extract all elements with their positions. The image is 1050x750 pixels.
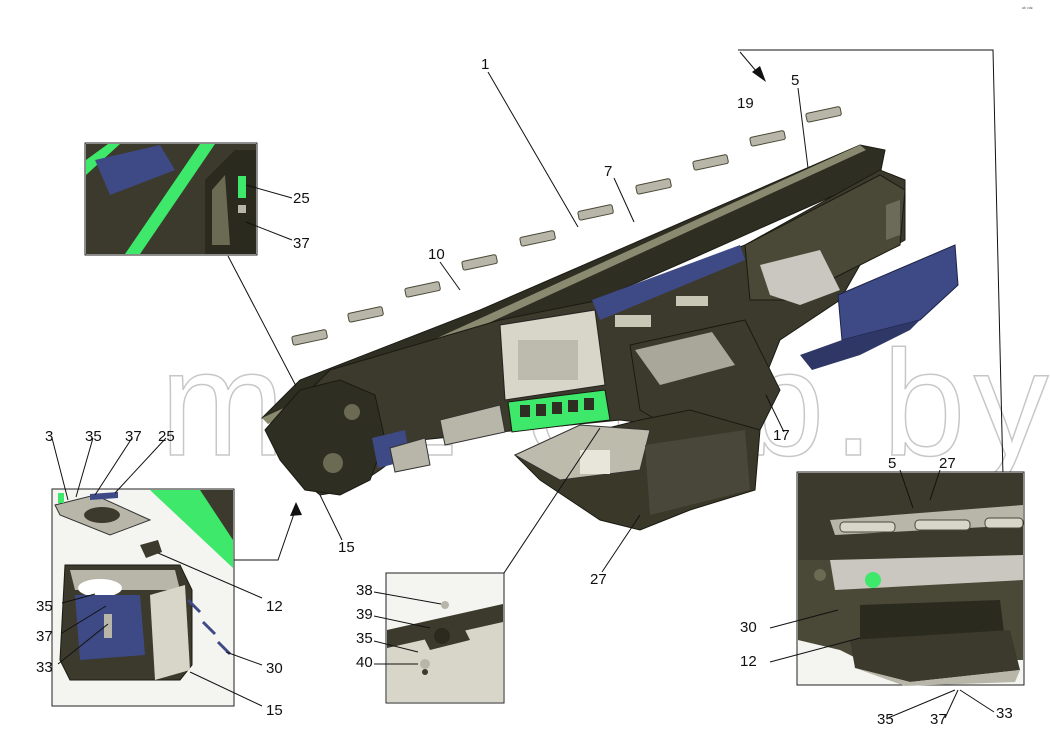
right-wing-grey (635, 332, 735, 385)
louver (404, 281, 441, 298)
callout-r35: 35 (877, 711, 894, 728)
lower-pedestal-face (645, 430, 750, 515)
detail-bottom-left: 3 35 37 25 12 35 37 33 30 15 (36, 428, 302, 719)
blue-side-plate (837, 244, 959, 341)
tray-12-icon (850, 630, 1020, 682)
callout-b37b: 37 (36, 628, 53, 645)
louver-row (291, 106, 842, 346)
detail-center: 38 39 35 40 (356, 427, 601, 704)
pedestal-keypad (580, 450, 610, 474)
main-callout-labels: 1 5 19 7 10 15 17 27 (338, 56, 799, 588)
callout-r12: 12 (740, 653, 757, 670)
clip-25-icon (238, 176, 246, 198)
callout-c35: 35 (356, 630, 373, 647)
green-knob (865, 572, 881, 588)
center-console-panel (439, 404, 506, 446)
louver (577, 204, 614, 221)
switch-row-buttons (520, 398, 594, 417)
callout-b33: 33 (36, 659, 53, 676)
detail-top-left: 25 37 (84, 142, 310, 387)
left-control-block (389, 437, 431, 473)
louver (347, 306, 384, 323)
callout-b30: 30 (266, 660, 283, 677)
left-speaker (323, 453, 343, 473)
callout-r37: 37 (930, 711, 947, 728)
panel-logo-right (676, 296, 708, 306)
right-louvers (839, 517, 1024, 533)
louver (461, 254, 498, 271)
right-cabinet-vent (886, 200, 900, 240)
callout-27: 27 (590, 571, 607, 588)
louver (692, 154, 729, 171)
left-vent (344, 404, 360, 420)
callout-7: 7 (604, 163, 612, 180)
callout-r27: 27 (939, 455, 956, 472)
screws-30-icon (186, 598, 232, 656)
blue-lower-trim (800, 320, 920, 370)
panel-logo-left (615, 315, 651, 327)
callout-1: 1 (481, 56, 489, 73)
callout-b12: 12 (266, 598, 283, 615)
louver (635, 178, 672, 195)
main-leaders (319, 49, 1004, 573)
louver (805, 106, 842, 123)
callout-r5: 5 (888, 455, 896, 472)
screw-38-icon (441, 601, 449, 609)
callout-a37: 37 (293, 235, 310, 252)
callout-r33: 33 (996, 705, 1013, 722)
clip-12-icon (140, 540, 162, 558)
main-dashboard (261, 144, 959, 531)
callout-r30: 30 (740, 619, 757, 636)
callout-b35: 35 (85, 428, 102, 445)
callout-b15: 15 (266, 702, 283, 719)
louver (749, 130, 786, 147)
callout-17: 17 (773, 427, 790, 444)
center-blue-strip (592, 245, 745, 320)
callout-a25: 25 (293, 190, 310, 207)
callout-c40: 40 (356, 654, 373, 671)
corner-mark: ᵃᵇ ᶜᵈᵉ (1022, 6, 1033, 12)
callout-c38: 38 (356, 582, 373, 599)
louver (519, 230, 556, 247)
callout-15: 15 (338, 539, 355, 556)
callout-b3: 3 (45, 428, 53, 445)
nut-40-icon (420, 659, 430, 669)
callout-b35b: 35 (36, 598, 53, 615)
detail-right: 5 27 30 12 35 37 33 (740, 455, 1025, 728)
louver (291, 329, 328, 346)
callout-b25: 25 (158, 428, 175, 445)
callout-c39: 39 (356, 606, 373, 623)
callout-b37: 37 (125, 428, 142, 445)
right-cabinet-opening (760, 250, 840, 305)
callout-5: 5 (791, 72, 799, 89)
callout-10: 10 (428, 246, 445, 263)
display-screen (518, 340, 578, 380)
callout-19: 19 (737, 95, 754, 112)
